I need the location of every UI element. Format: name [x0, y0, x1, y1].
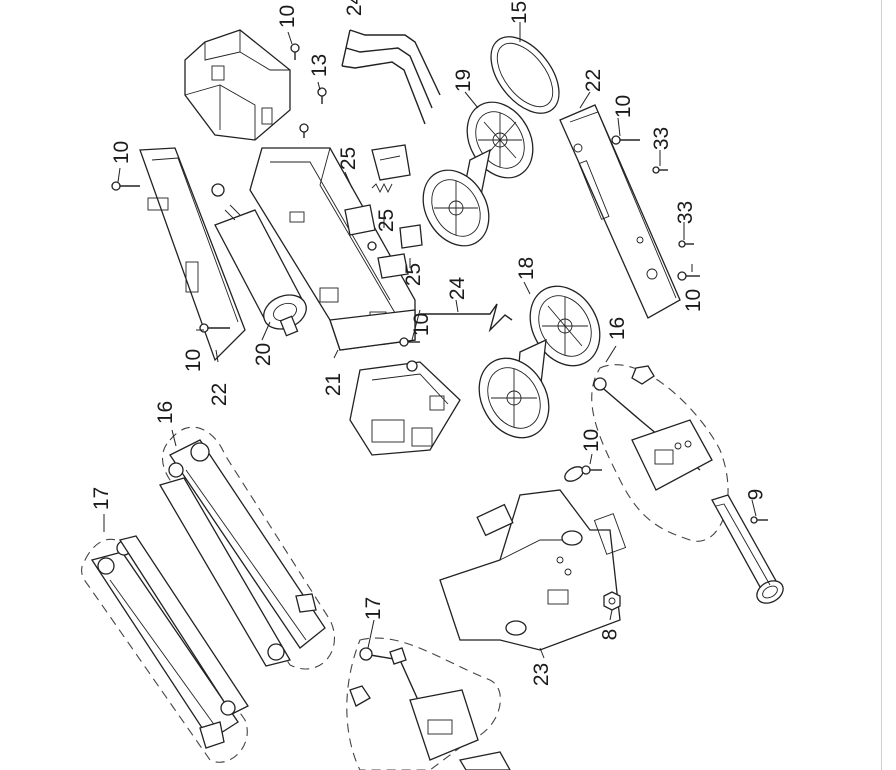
contact-clip-25-c	[367, 241, 409, 279]
motor-20	[214, 204, 307, 337]
label-10-b: 10	[612, 94, 636, 119]
screw-10-pickup	[399, 337, 420, 347]
nut-8	[603, 591, 621, 611]
label-15: 15	[508, 0, 532, 25]
wheelset-18	[478, 285, 601, 439]
side-plate-22-left	[139, 147, 246, 362]
label-18: 18	[515, 256, 539, 281]
gearbox-housing	[184, 29, 291, 141]
wire-24-top	[341, 29, 441, 125]
leader-lines	[103, 22, 757, 659]
side-rods-17	[81, 535, 249, 763]
label-8: 8	[598, 628, 622, 641]
contact-clip-25-b	[344, 204, 423, 249]
label-25-a: 25	[337, 146, 361, 171]
wheelset-19	[422, 101, 534, 247]
label-33-b: 33	[674, 200, 698, 225]
valve-gear-group-16	[591, 364, 729, 542]
label-24-top: 24	[343, 0, 367, 17]
label-17-b: 17	[362, 596, 386, 621]
washer	[564, 466, 584, 482]
label-21: 21	[322, 372, 346, 397]
side-plate-22-right	[559, 104, 681, 319]
spring-25	[371, 182, 393, 194]
traction-tire-15	[490, 36, 560, 114]
label-20: 20	[252, 342, 276, 367]
label-33-a: 33	[650, 126, 674, 151]
screw-9	[750, 516, 768, 524]
motor-frame-21	[249, 147, 416, 351]
linkage-17	[346, 637, 511, 770]
label-17-a: 17	[90, 486, 114, 511]
screw-33-a	[652, 166, 668, 174]
wire-24	[420, 303, 513, 333]
label-10-d: 10	[110, 140, 134, 165]
screw-33-b	[678, 240, 694, 248]
screw-10-lower	[581, 465, 602, 475]
label-9: 9	[744, 488, 768, 501]
label-10-c: 10	[682, 288, 706, 313]
screw-small	[299, 123, 309, 138]
label-10-e: 10	[410, 312, 434, 337]
label-22-b: 22	[208, 382, 232, 407]
label-10-a: 10	[276, 4, 300, 29]
label-13: 13	[308, 53, 332, 78]
label-25-c: 25	[402, 262, 426, 287]
screw-10-top	[290, 43, 300, 60]
label-19: 19	[452, 68, 476, 93]
screw-10-right-bottom	[677, 271, 700, 281]
contact-clip-25-a	[371, 144, 411, 181]
label-23: 23	[530, 662, 554, 687]
cylinder-9	[711, 494, 784, 604]
label-22-a: 22	[582, 68, 606, 93]
screw-10-right-top	[611, 135, 640, 145]
label-10-f: 10	[182, 348, 206, 373]
page-border	[881, 0, 882, 770]
label-16-a: 16	[154, 400, 178, 425]
screw-10-left-top	[111, 181, 140, 191]
chassis-23	[439, 489, 627, 651]
pickup-block	[349, 360, 461, 456]
label-16-b: 16	[606, 316, 630, 341]
label-24: 24	[446, 276, 470, 301]
label-25-b: 25	[375, 208, 399, 233]
connecting-rods-16	[159, 426, 335, 670]
label-10-g: 10	[580, 428, 604, 453]
screw-13	[317, 87, 327, 104]
